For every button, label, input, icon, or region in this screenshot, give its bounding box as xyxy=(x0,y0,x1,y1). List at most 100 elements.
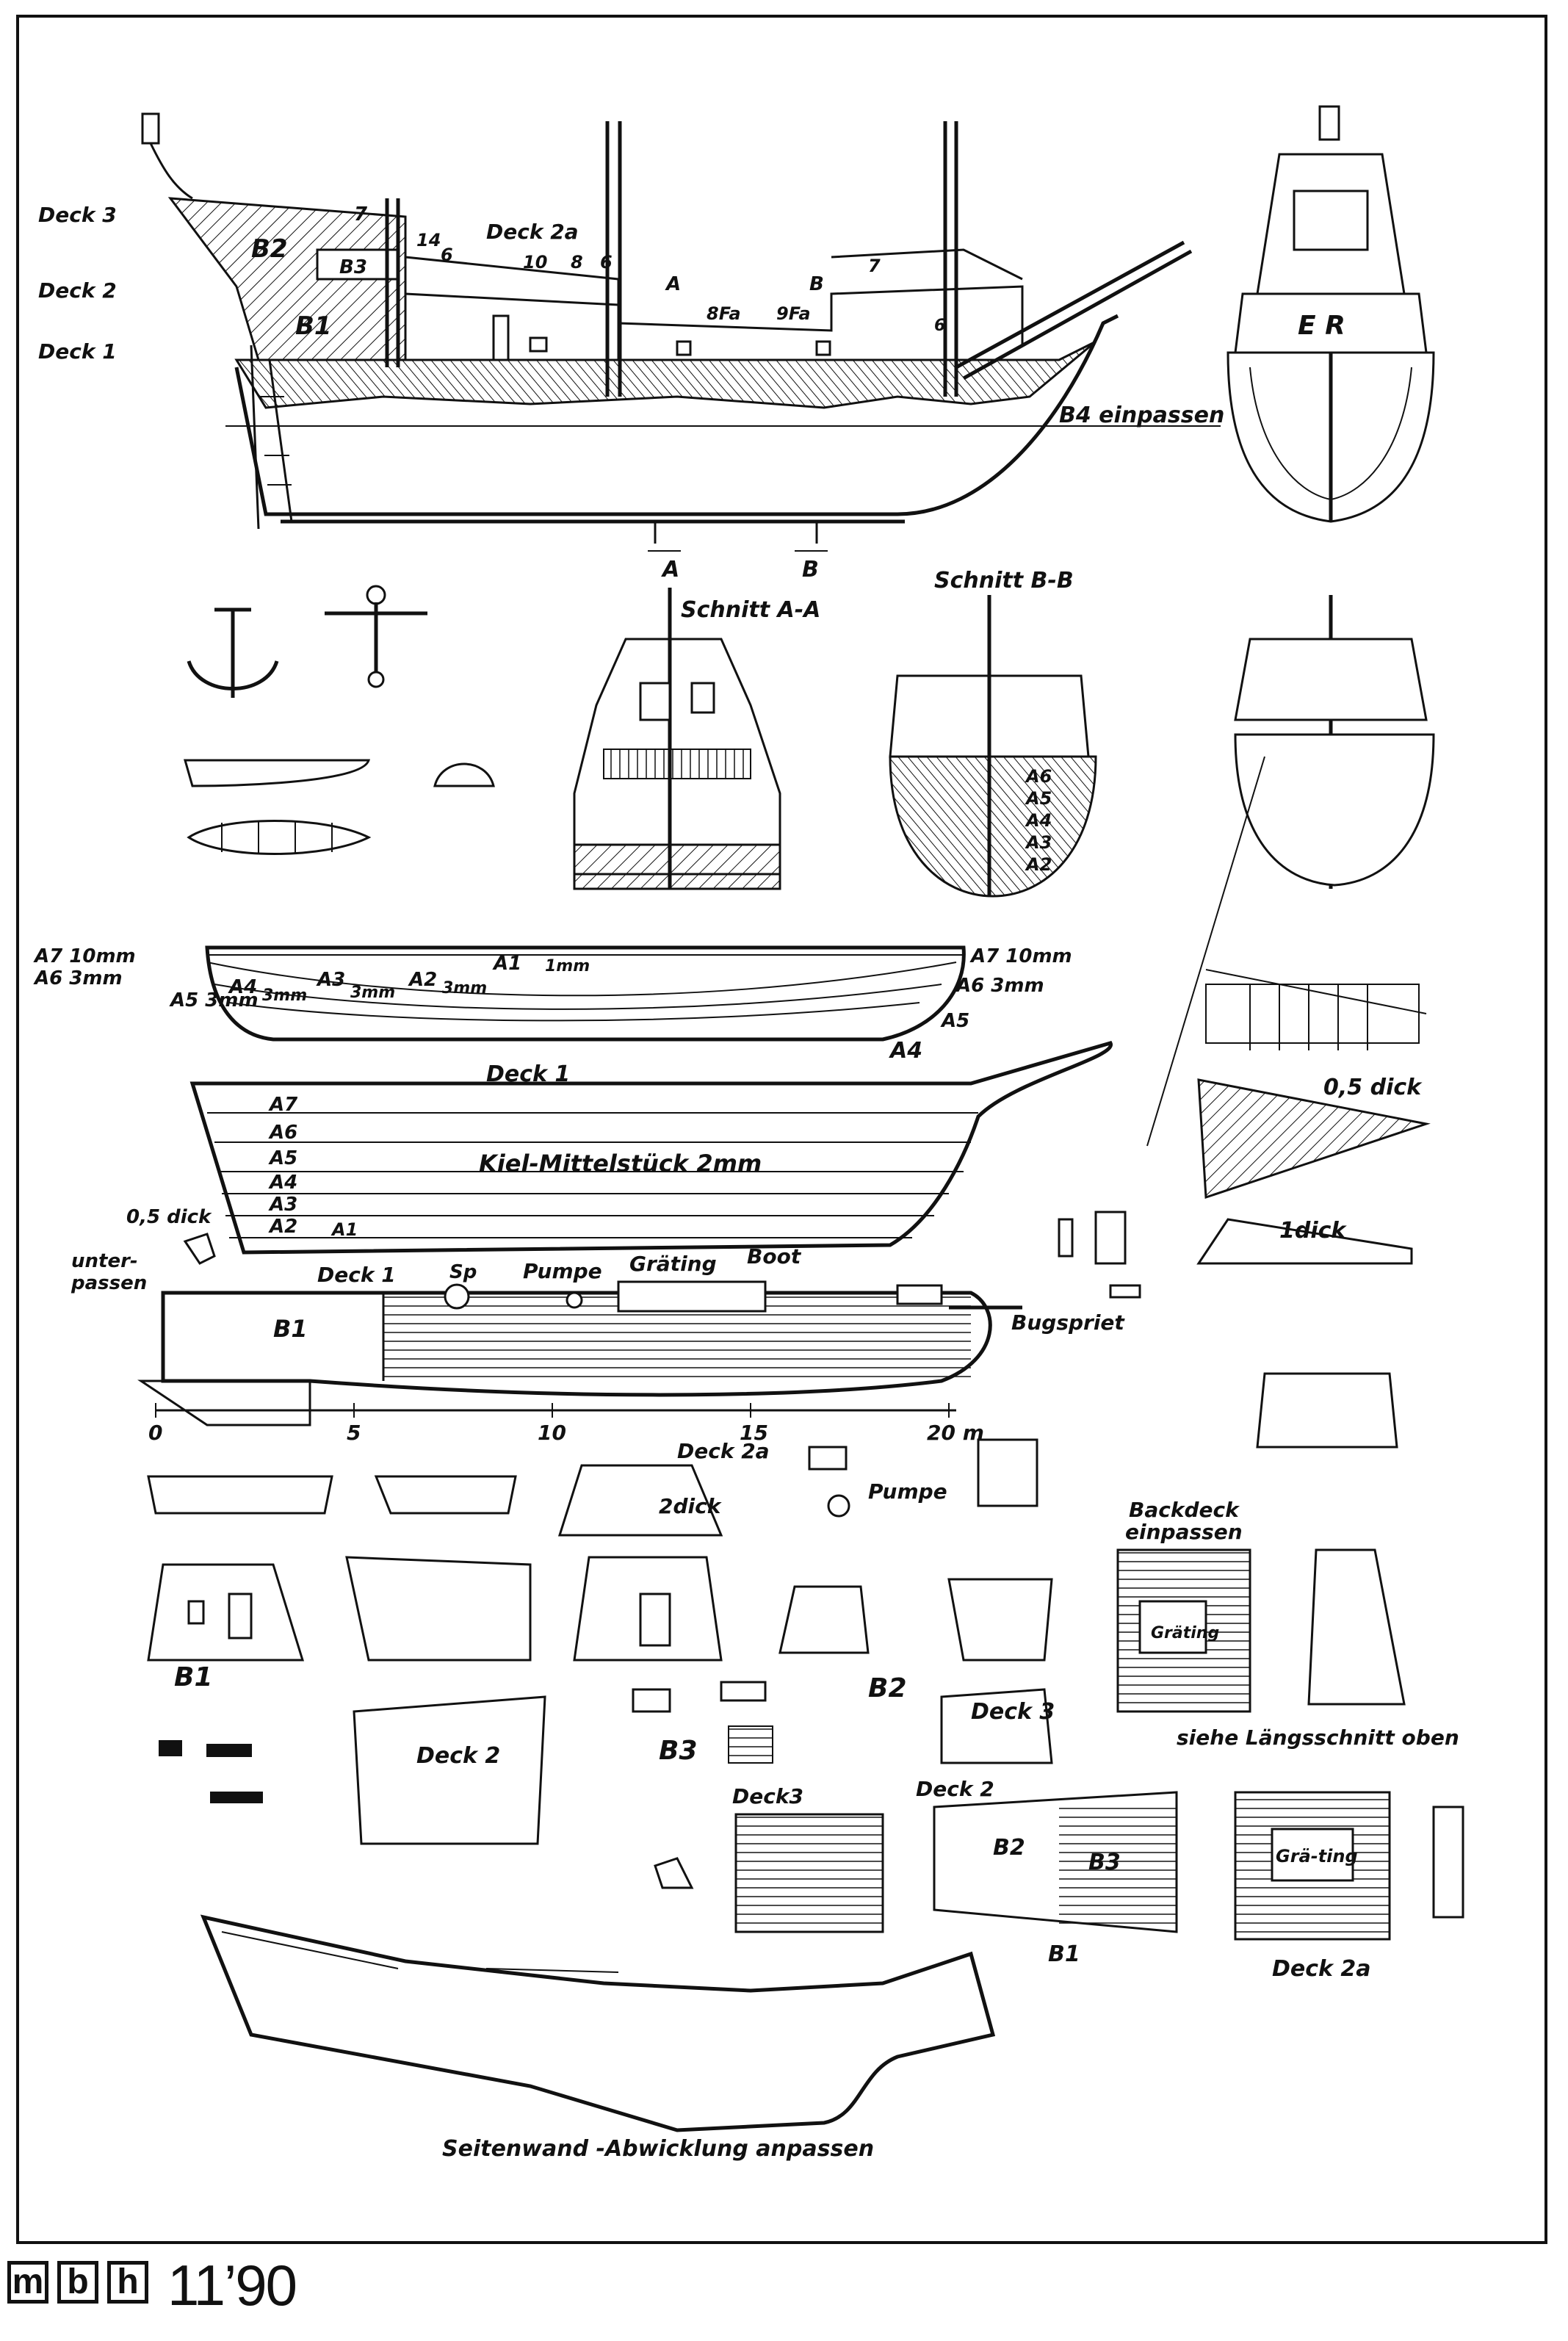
svg-text:Grä-ting: Grä-ting xyxy=(1276,1846,1358,1866)
svg-text:A2: A2 xyxy=(268,1216,297,1238)
svg-text:10: 10 xyxy=(538,1421,566,1445)
svg-text:15: 15 xyxy=(740,1421,768,1445)
svg-text:5: 5 xyxy=(347,1421,361,1445)
svg-text:A2: A2 xyxy=(408,969,437,991)
svg-text:Deck 1: Deck 1 xyxy=(317,1263,396,1287)
svg-text:Pumpe: Pumpe xyxy=(523,1259,602,1283)
svg-text:Deck 2: Deck 2 xyxy=(416,1743,500,1769)
svg-text:3mm: 3mm xyxy=(350,984,395,1002)
svg-text:Backdeck: Backdeck xyxy=(1129,1498,1240,1522)
label-b2: B2 xyxy=(251,234,288,264)
stern-monogram: E R xyxy=(1298,311,1345,341)
svg-text:10: 10 xyxy=(523,252,547,273)
svg-text:B3: B3 xyxy=(659,1736,698,1766)
longitudinal-profile: Deck 3 Deck 2 Deck 1 Deck 2a B2 B3 B1 7 … xyxy=(38,112,1224,582)
svg-text:einpassen: einpassen xyxy=(1125,1520,1243,1544)
mid-parts-row: Deck 2a 2dick Pumpe Backdeck einpassen xyxy=(147,1372,1398,1544)
drawing-sheet: Deck 3 Deck 2 Deck 1 Deck 2a B2 B3 B1 7 … xyxy=(16,15,1547,2244)
sheet-border xyxy=(16,15,1547,2244)
svg-text:0,5 dick: 0,5 dick xyxy=(126,1206,212,1228)
svg-text:A1: A1 xyxy=(492,953,521,975)
svg-text:A6: A6 xyxy=(1025,766,1052,787)
logo-b: b xyxy=(57,2261,98,2304)
side-wall-development: Seitenwand -Abwicklung anpassen xyxy=(200,1914,996,2162)
stern-view: E R xyxy=(1226,105,1435,523)
svg-text:7: 7 xyxy=(354,203,368,226)
svg-text:B: B xyxy=(809,273,824,295)
svg-text:6: 6 xyxy=(600,252,613,273)
svg-text:B2: B2 xyxy=(993,1835,1025,1861)
svg-text:Deck 2a: Deck 2a xyxy=(677,1439,770,1463)
svg-text:Boot: Boot xyxy=(747,1244,802,1269)
label-deck3: Deck 3 xyxy=(38,203,117,227)
svg-text:unter-: unter- xyxy=(71,1250,138,1272)
bow-view xyxy=(1146,595,1435,1147)
ship-plan-drawing: Deck 3 Deck 2 Deck 1 Deck 2a B2 B3 B1 7 … xyxy=(16,15,1547,2244)
svg-text:B1: B1 xyxy=(1048,1941,1080,1967)
svg-text:Deck 3: Deck 3 xyxy=(971,1699,1055,1725)
svg-text:A3: A3 xyxy=(268,1194,297,1216)
svg-text:Sp: Sp xyxy=(449,1261,477,1283)
logo-h: h xyxy=(107,2261,148,2304)
svg-text:A5: A5 xyxy=(1025,788,1052,809)
label-schnitt-aa: Schnitt A-A xyxy=(681,597,820,623)
svg-text:Bugspriet: Bugspriet xyxy=(1011,1310,1125,1335)
svg-text:A7 10mm: A7 10mm xyxy=(33,945,136,967)
keel-center-profile: Deck 1 A7 A6 A5 A4 A3 A2 A1 Kiel-Mittels… xyxy=(189,1041,1113,1255)
svg-text:A5: A5 xyxy=(268,1147,297,1169)
svg-text:A3: A3 xyxy=(1025,832,1052,853)
hull-outline xyxy=(234,314,1119,516)
svg-text:Deck 2a: Deck 2a xyxy=(1272,1956,1371,1982)
svg-text:1dick: 1dick xyxy=(1279,1218,1347,1244)
svg-text:3mm: 3mm xyxy=(262,986,307,1005)
svg-text:A4: A4 xyxy=(268,1172,297,1194)
logo-m: m xyxy=(7,2261,48,2304)
svg-text:A7 10mm: A7 10mm xyxy=(969,945,1072,967)
svg-text:B3: B3 xyxy=(1088,1850,1121,1875)
svg-text:Gräting: Gräting xyxy=(629,1252,717,1276)
stern-castle-b1-b2 xyxy=(167,197,407,361)
svg-text:20 m: 20 m xyxy=(927,1421,984,1445)
svg-text:6: 6 xyxy=(934,317,945,335)
keel-layer-plan: A7 10mm A6 3mm A5 3mm A4 3mm A3 3mm A2 3… xyxy=(33,945,1072,1064)
label-b3: B3 xyxy=(339,256,367,278)
svg-text:A: A xyxy=(665,273,681,295)
label-siehe-laengsschnitt: siehe Längsschnitt oben xyxy=(1177,1725,1459,1750)
bowsprit xyxy=(955,240,1185,369)
issue-number: 11’90 xyxy=(167,2253,297,2317)
right-small-parts: 0,5 dick 1dick xyxy=(1058,969,1431,1299)
section-a-a: Schnitt A-A xyxy=(573,588,820,890)
svg-text:6: 6 xyxy=(441,245,453,265)
svg-text:A6 3mm: A6 3mm xyxy=(955,975,1044,997)
svg-text:8: 8 xyxy=(571,252,583,273)
boat-plan xyxy=(187,820,372,855)
svg-text:passen: passen xyxy=(71,1272,147,1294)
footer: m b h 11’90 xyxy=(0,2248,1568,2341)
label-seitenwand: Seitenwand -Abwicklung anpassen xyxy=(442,2136,874,2162)
label-deck2: Deck 2 xyxy=(38,278,117,303)
svg-text:A: A xyxy=(661,557,679,582)
svg-text:Gräting: Gräting xyxy=(1151,1624,1219,1642)
deck-plan: 0,5 dick unter- passen Deck 1 B1 Sp Pump… xyxy=(71,1206,1125,1445)
svg-text:Deck 2: Deck 2 xyxy=(916,1777,994,1801)
svg-text:A7: A7 xyxy=(268,1094,298,1116)
label-deck1: Deck 1 xyxy=(38,339,117,364)
svg-text:A4: A4 xyxy=(228,976,257,998)
svg-text:A4: A4 xyxy=(889,1038,922,1064)
svg-text:A6: A6 xyxy=(268,1122,297,1144)
svg-text:A4: A4 xyxy=(1025,810,1052,831)
label-b1: B1 xyxy=(295,311,332,341)
svg-text:3mm: 3mm xyxy=(442,979,487,998)
svg-text:B: B xyxy=(802,557,819,582)
label-kiel-mittelstueck: Kiel-Mittelstück 2mm xyxy=(479,1150,762,1177)
svg-text:2dick: 2dick xyxy=(659,1494,723,1518)
svg-text:14: 14 xyxy=(416,230,441,250)
svg-text:A5: A5 xyxy=(940,1010,969,1032)
svg-text:Pumpe: Pumpe xyxy=(868,1479,947,1504)
deck-sheets: Deck3 Deck 2 B2 B3 B1 Grä-ting Deck 2a xyxy=(654,1777,1464,1982)
label-schnitt-bb: Schnitt B-B xyxy=(934,568,1074,594)
svg-text:B1: B1 xyxy=(273,1315,308,1343)
svg-text:A3: A3 xyxy=(316,969,345,991)
svg-text:Deck3: Deck3 xyxy=(732,1784,803,1808)
svg-text:9Fa: 9Fa xyxy=(776,303,811,324)
